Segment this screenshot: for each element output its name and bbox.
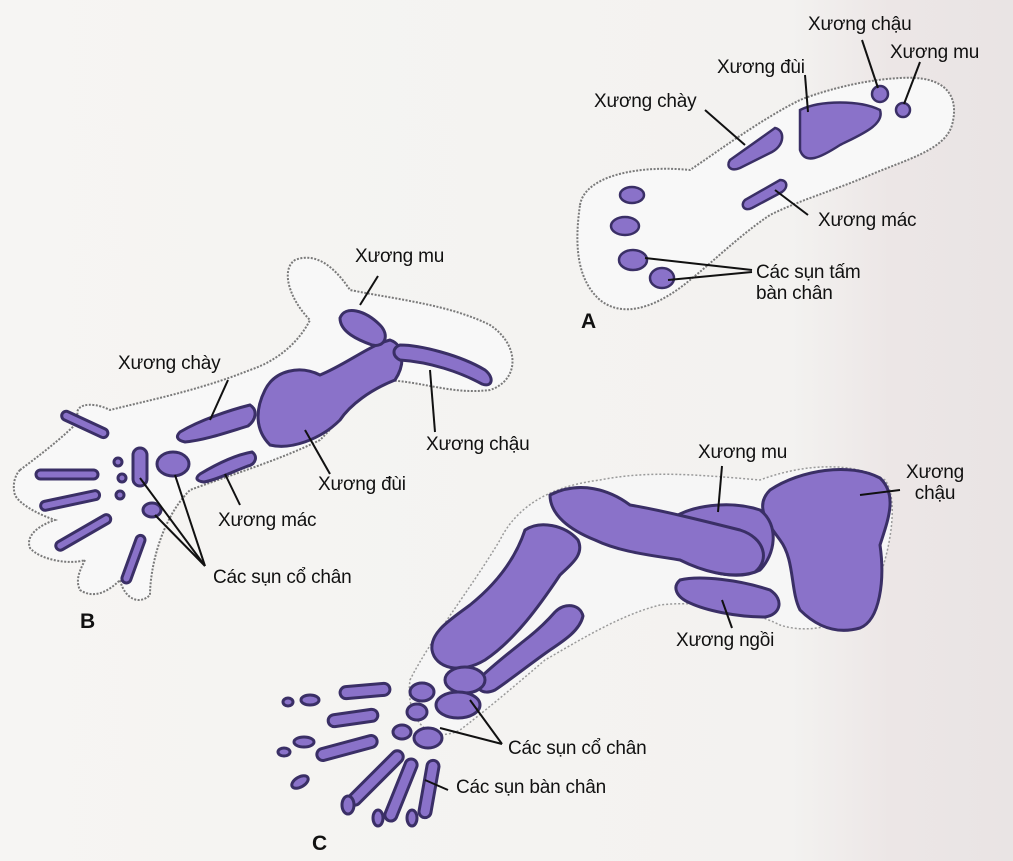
label-a-foot-plates: Các sụn tấm bàn chân — [756, 262, 861, 304]
panel-c-tarsal-5 — [391, 723, 413, 741]
panel-b-tarsal-dot-2 — [116, 472, 128, 484]
panel-a-bones — [609, 84, 912, 290]
panel-b-fibula — [195, 450, 257, 484]
panel-a-letter: A — [581, 310, 597, 333]
panel-a-fibula — [741, 178, 788, 211]
panel-b-tibia — [175, 403, 257, 444]
label-c-ischium: Xương ngồi — [676, 630, 775, 651]
panel-a-foot-plate-2 — [609, 215, 641, 237]
panel-c-ischium — [674, 576, 781, 619]
panel-c-phalanx-8 — [405, 808, 419, 828]
panel-c-phalanx-7 — [371, 808, 385, 828]
panel-c-tarsal-1 — [443, 665, 487, 695]
label-a-fibula: Xương mác — [818, 210, 917, 231]
label-a-pubis: Xương mu — [890, 42, 980, 63]
panel-c-phalanx-6 — [340, 794, 356, 816]
label-a-tibia: Xương chày — [594, 91, 697, 112]
panel-c-tibia — [430, 523, 582, 670]
panel-b-digit-3 — [39, 489, 102, 512]
panel-b-leaders — [139, 275, 436, 567]
label-b-pubis: Xương mu — [355, 246, 445, 267]
panel-c-bones — [276, 467, 892, 828]
panel-b-digit-4 — [54, 513, 113, 552]
panel-a-foot-plate-1 — [618, 185, 646, 205]
panel-b-digit-1 — [60, 409, 110, 440]
label-b-tibia: Xương chày — [118, 353, 221, 374]
panel-b-tarsal-tall — [131, 446, 149, 488]
panel-c-femur — [548, 486, 765, 577]
panel-a-foot-plate-4 — [648, 266, 676, 290]
panel-a-limb-bud — [576, 39, 956, 311]
panel-c-pelvis — [761, 467, 892, 632]
panel-c-phalanx-4 — [276, 746, 292, 758]
panel-a-femur — [798, 101, 882, 160]
panel-b-tarsal-large — [155, 450, 191, 478]
panel-c-metatarsal-6 — [417, 758, 441, 820]
panel-a-foot-plate-3 — [617, 248, 649, 272]
panel-c-limb — [276, 465, 901, 828]
label-a-pelvis: Xương chậu — [808, 14, 912, 35]
panel-b-bones — [34, 309, 493, 585]
label-b-femur: Xương đùi — [318, 474, 406, 495]
panel-c-phalanx-2 — [281, 696, 295, 708]
label-b-fibula: Xương mác — [218, 510, 317, 531]
panel-c-leaders — [424, 465, 901, 791]
panel-b-digit-5 — [120, 533, 147, 585]
panel-b-femur — [256, 338, 404, 448]
panel-c-metatarsal-2 — [326, 707, 380, 729]
panel-b-tarsal-small — [141, 501, 163, 519]
label-c-pelvis: Xương chậu — [906, 462, 964, 504]
panel-b-pelvis — [392, 343, 493, 387]
panel-c-phalanx-1 — [299, 693, 321, 707]
label-c-pubis: Xương mu — [698, 442, 788, 463]
panel-b-pubis — [338, 309, 387, 347]
label-c-tarsals: Các sụn cổ chân — [508, 738, 647, 759]
panel-c-metatarsal-5 — [383, 757, 419, 823]
panel-c-fibula — [476, 604, 585, 694]
panel-b-digit-2 — [34, 468, 100, 481]
panel-b-letter: B — [80, 610, 96, 633]
panel-c-tarsal-6 — [412, 726, 444, 750]
panel-c-metatarsal-3 — [315, 734, 379, 762]
panel-c-phalanx-5 — [290, 774, 310, 790]
panel-c-tarsal-3 — [408, 681, 436, 703]
panel-c-tarsal-2 — [434, 690, 482, 720]
label-b-pelvis: Xương chậu — [426, 434, 530, 455]
panel-b-tarsal-dot-3 — [114, 489, 126, 501]
panel-a-leaders — [644, 39, 921, 281]
panel-b-tarsal-dot-1 — [112, 456, 124, 468]
label-c-metatarsals: Các sụn bàn chân — [456, 777, 606, 798]
label-a-femur: Xương đùi — [717, 57, 805, 78]
label-b-tarsals: Các sụn cổ chân — [213, 567, 352, 588]
panel-a-tibia — [727, 126, 784, 171]
panel-c-tarsal-4 — [405, 702, 429, 722]
panel-a-pelvis — [870, 84, 890, 104]
panel-c-phalanx-3 — [292, 735, 316, 749]
panel-c-letter: C — [312, 832, 328, 855]
panel-a-pubis — [894, 101, 912, 119]
panel-c-metatarsal-1 — [338, 681, 392, 701]
panel-b-limb — [12, 256, 514, 601]
